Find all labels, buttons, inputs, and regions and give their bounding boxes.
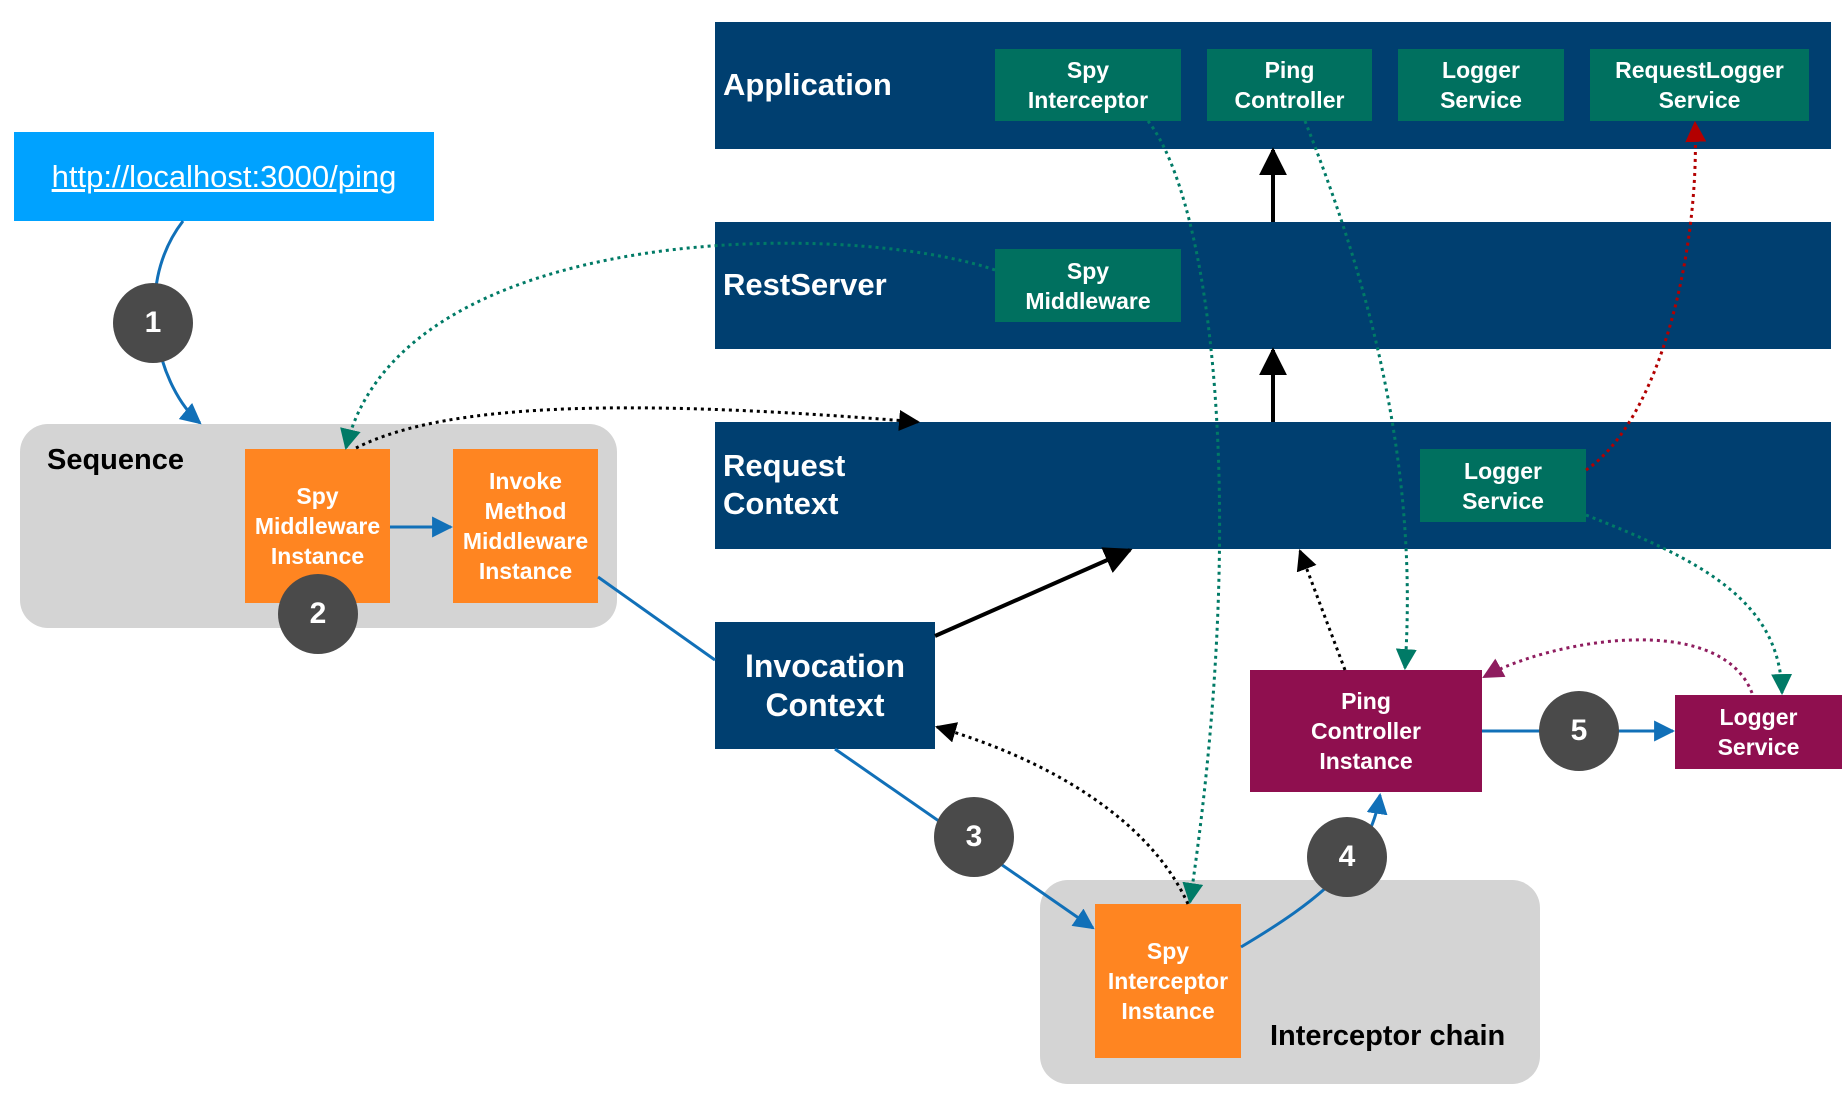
step-badge-3: 3 xyxy=(934,797,1014,877)
interceptor-chain-label: Interceptor chain xyxy=(1270,1020,1506,1052)
dotted-arrow-controller-to-request xyxy=(1296,549,1347,671)
binding-logger-service: Logger Service xyxy=(1398,49,1564,121)
step-badge-5: 5 xyxy=(1539,691,1619,771)
sequence-label: Sequence xyxy=(47,444,184,476)
request-context: Request Context xyxy=(715,422,1831,549)
logger-service-instance: Logger Service xyxy=(1675,695,1842,769)
request-url-link[interactable]: http://localhost:3000/ping xyxy=(51,158,397,194)
resolve-arrow-ping-controller xyxy=(1303,120,1417,671)
request-url-box[interactable]: http://localhost:3000/ping xyxy=(14,132,434,221)
resolve-arrow-spy-middleware xyxy=(340,241,996,451)
binding-spy-interceptor: Spy Interceptor xyxy=(995,49,1181,121)
binding-request-logger-service: RequestLogger Service xyxy=(1590,49,1809,121)
invocation-context: Invocation Context xyxy=(715,622,935,749)
invoke-method-middleware-instance: Invoke Method Middleware Instance xyxy=(453,449,598,603)
rest-server-context: RestServer xyxy=(715,222,1831,349)
inject-arrow-logger-to-controller xyxy=(1482,638,1754,694)
binding-spy-middleware: Spy Middleware xyxy=(995,249,1181,322)
rest-server-context-title: RestServer xyxy=(723,267,887,302)
binding-request-logger-service-instance: Logger Service xyxy=(1420,449,1586,522)
resolve-arrow-spy-interceptor xyxy=(1146,120,1222,905)
ping-controller-instance: Ping Controller Instance xyxy=(1250,670,1482,792)
step-badge-2: 2 xyxy=(278,574,358,654)
spy-interceptor-instance: Spy Interceptor Instance xyxy=(1095,904,1241,1058)
create-arrow-request-logger xyxy=(1585,120,1707,472)
dotted-arrow-sequence-to-request xyxy=(355,406,921,450)
resolve-arrow-logger-service xyxy=(1585,513,1793,696)
request-context-title: Request Context xyxy=(723,448,846,521)
binding-ping-controller: Ping Controller xyxy=(1207,49,1372,121)
dotted-arrow-interceptor-to-invocation xyxy=(934,722,1190,905)
step-badge-1: 1 xyxy=(113,283,193,363)
step-badge-4: 4 xyxy=(1307,817,1387,897)
application-context-title: Application xyxy=(723,67,892,102)
flow-arrow-invoke-to-invocation xyxy=(597,575,716,662)
parent-arrow-invocation-to-request xyxy=(934,547,1133,638)
